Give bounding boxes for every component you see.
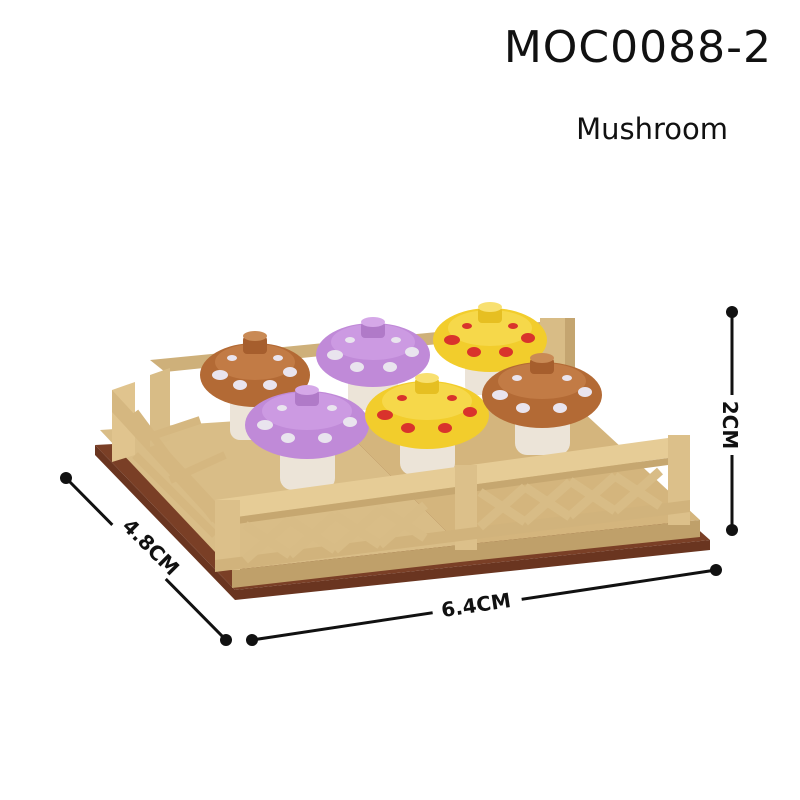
mushroom-yellow-back xyxy=(433,302,547,395)
mushroom-brown-front xyxy=(482,353,602,455)
height-label: 2CM xyxy=(718,401,742,450)
product-code: MOC0088-2 xyxy=(503,22,772,73)
mushroom-yellow-front xyxy=(365,373,489,475)
product-name: Mushroom xyxy=(576,112,728,146)
mushroom-brown-back xyxy=(200,331,310,440)
width-label: 6.4CM xyxy=(440,588,513,622)
left-fence xyxy=(112,368,227,538)
mushroom-lavender-back xyxy=(316,317,430,410)
front-fence xyxy=(215,435,690,572)
dimension-height: 2CM xyxy=(718,306,746,536)
mushroom-lavender-front xyxy=(245,385,369,490)
dimension-width: 6.4CM xyxy=(246,564,722,646)
